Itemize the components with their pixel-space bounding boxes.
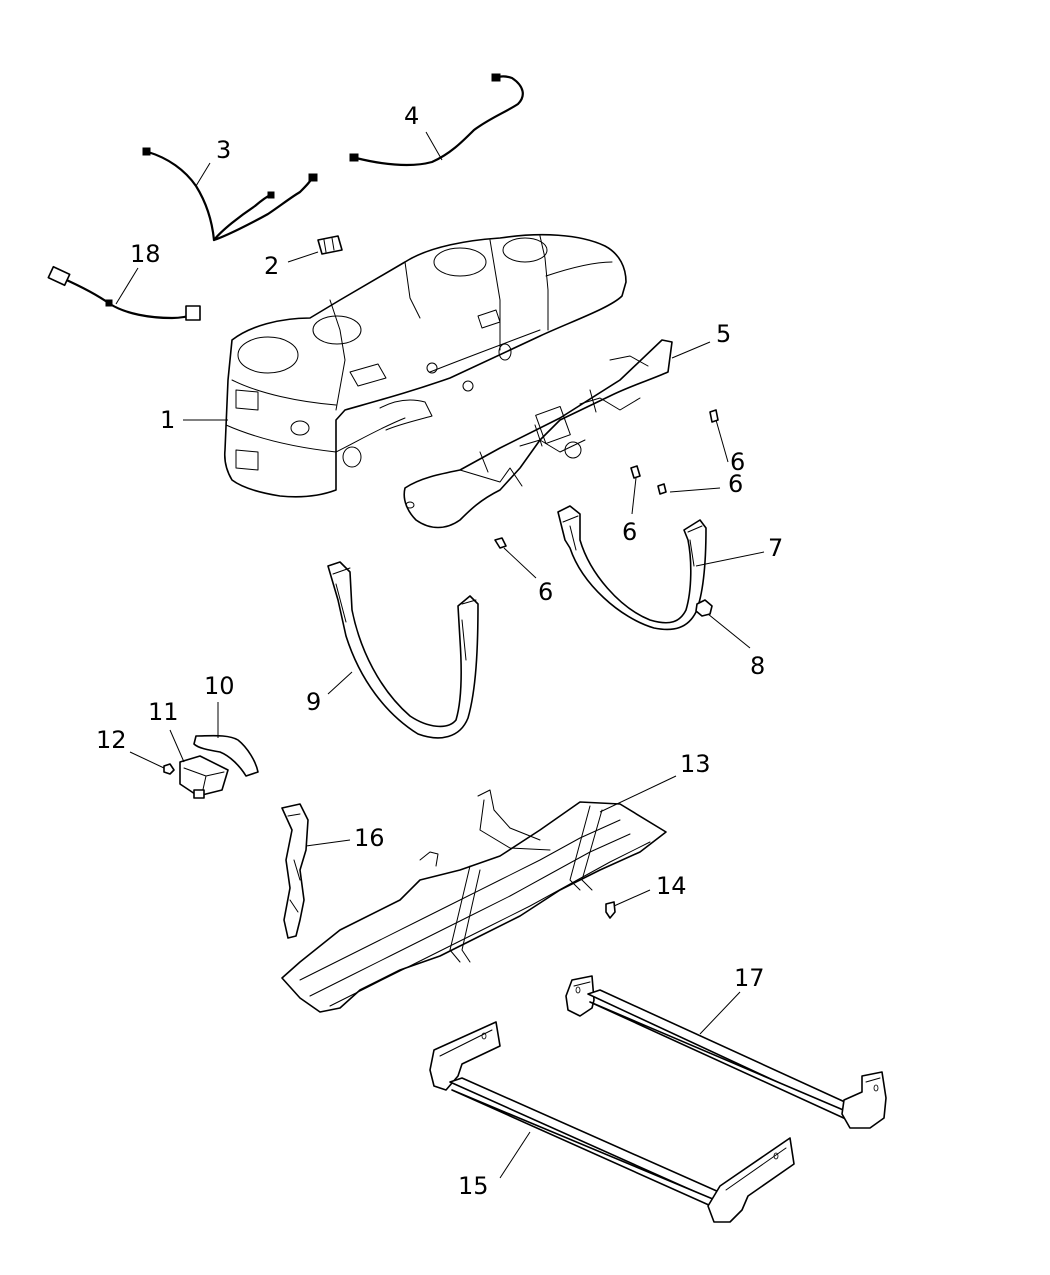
callout-1: 1 xyxy=(160,406,175,434)
callout-10: 10 xyxy=(204,672,235,700)
part-6-nut-d xyxy=(494,537,507,549)
leader-lines xyxy=(115,131,765,1179)
part-4-fuel-line xyxy=(349,73,524,167)
callout-6-d: 6 xyxy=(538,578,553,606)
part-9-tank-strap xyxy=(327,561,479,739)
part-13-skid-plate xyxy=(281,789,667,1013)
part-6-nut-c xyxy=(657,483,667,495)
part-5-heat-shield xyxy=(403,339,673,529)
callout-16: 16 xyxy=(354,824,385,852)
callout-14: 14 xyxy=(656,872,687,900)
callout-4: 4 xyxy=(404,102,419,130)
part-2-clip xyxy=(317,235,343,255)
callout-18: 18 xyxy=(130,240,161,268)
part-10-bracket xyxy=(193,734,259,777)
callout-11: 11 xyxy=(148,698,179,726)
callout-17: 17 xyxy=(734,964,765,992)
callout-15: 15 xyxy=(458,1172,489,1200)
part-8-nut xyxy=(695,599,713,617)
callout-13: 13 xyxy=(680,750,711,778)
part-17-crossmember xyxy=(565,975,887,1129)
callout-6-a: 6 xyxy=(730,448,745,476)
part-18-sensor-harness xyxy=(47,265,201,321)
part-1-fuel-tank xyxy=(223,233,627,498)
part-12-nut xyxy=(163,763,175,775)
callout-7: 7 xyxy=(768,534,783,562)
part-6-nut-a xyxy=(709,409,719,423)
part-15-crossmember xyxy=(429,1021,795,1223)
part-11-module xyxy=(179,755,229,799)
callout-12: 12 xyxy=(96,726,127,754)
part-6-nut-b xyxy=(630,465,641,479)
callout-6-c: 6 xyxy=(622,518,637,546)
callout-6-b: 6 xyxy=(728,470,743,498)
callout-3: 3 xyxy=(216,136,231,164)
callout-8: 8 xyxy=(750,652,765,680)
callout-2: 2 xyxy=(264,252,279,280)
callout-5: 5 xyxy=(716,320,731,348)
callout-9: 9 xyxy=(306,688,321,716)
part-14-bolt xyxy=(605,901,616,919)
callout-labels: 1 2 3 4 5 6 6 6 6 7 8 9 10 11 12 13 14 1… xyxy=(96,102,783,1200)
part-3-wiring-harness xyxy=(142,147,318,242)
part-7-tank-strap xyxy=(557,505,707,631)
part-16-bracket xyxy=(281,803,309,939)
